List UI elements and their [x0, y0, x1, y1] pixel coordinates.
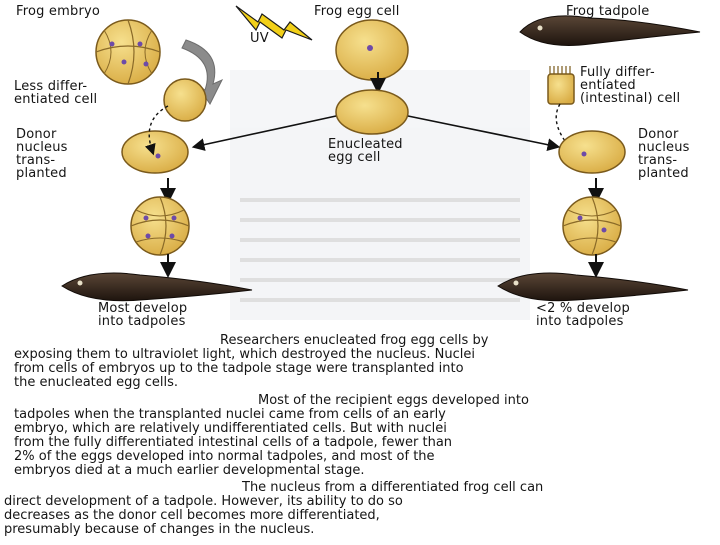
tadpole-bottom-left — [61, 272, 253, 302]
frog-embryo-cell — [95, 19, 161, 85]
label-frog-embryo: Frog embryo — [16, 4, 101, 19]
label-most-develop: Most develop into tadpoles — [98, 301, 188, 329]
label-uv: UV — [250, 31, 269, 46]
donor-cell-left — [121, 130, 189, 174]
arrow-enucleated-to-left — [191, 115, 337, 151]
label-frog-tadpole: Frog tadpole — [566, 4, 650, 19]
caption-line: embryos died at a much earlier developme… — [14, 463, 365, 478]
dashed-transplant-arrow-left — [144, 105, 169, 156]
caption-line: The nucleus from a differentiated frog c… — [242, 480, 544, 495]
caption-line: decreases as the donor cell becomes more… — [4, 508, 380, 523]
caption-line: the enucleated egg cells. — [14, 375, 179, 390]
label-less-differentiated: Less differ- entiated cell — [14, 79, 98, 107]
curved-grey-arrow — [181, 39, 224, 105]
caption-block: Researchers enucleated frog egg cells by… — [0, 328, 720, 540]
caption-line: presumably because of changes in the nuc… — [4, 522, 315, 537]
less-differentiated-cell — [163, 78, 207, 122]
label-enucleated-egg: Enucleated egg cell — [328, 137, 403, 165]
label-donor-nucleus-right: Donor nucleus trans- planted — [638, 127, 690, 181]
label-fully-differentiated: Fully differ- entiated (intestinal) cell — [580, 65, 681, 106]
caption-line: embryo, which are relatively undifferent… — [14, 421, 447, 436]
caption-line: from cells of embryos up to the tadpole … — [14, 361, 464, 376]
caption-line: from the fully differentiated intestinal… — [14, 435, 453, 450]
label-few-develop: <2 % develop into tadpoles — [536, 301, 630, 329]
caption-line: Most of the recipient eggs developed int… — [258, 393, 529, 408]
frog-tadpole-top — [519, 15, 701, 46]
tadpole-bottom-right — [497, 272, 689, 302]
caption-line: tadpoles when the transplanted nuclei ca… — [14, 407, 446, 422]
frog-egg-cell — [335, 19, 409, 81]
cleaved-embryo-right — [562, 196, 622, 256]
caption-line: exposing them to ultraviolet light, whic… — [14, 347, 475, 362]
arrow-enucleated-to-right — [407, 115, 561, 151]
caption-line: direct development of a tadpole. However… — [4, 494, 403, 509]
cleaved-embryo-left — [130, 196, 190, 256]
uv-lightning-icon — [235, 5, 313, 41]
label-donor-nucleus-left: Donor nucleus trans- planted — [16, 127, 68, 181]
caption-line: 2% of the eggs developed into normal tad… — [14, 449, 435, 464]
caption-line: Researchers enucleated frog egg cells by — [220, 333, 489, 348]
label-frog-egg-cell: Frog egg cell — [314, 4, 400, 19]
enucleated-egg-cell — [335, 89, 409, 135]
intestinal-cell — [547, 66, 575, 105]
donor-cell-right — [558, 130, 626, 174]
